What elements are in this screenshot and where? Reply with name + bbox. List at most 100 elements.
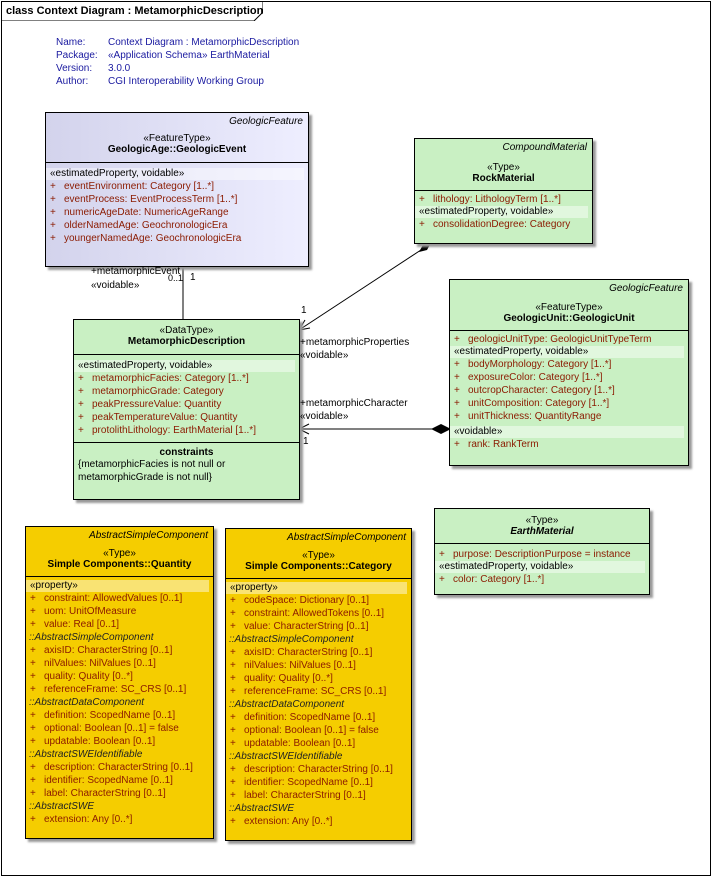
attribute-list: +rank: RankTerm bbox=[450, 438, 688, 451]
attribute-row[interactable]: +updatable: Boolean [0..1] bbox=[226, 737, 411, 750]
attribute-row[interactable]: +lithology: LithologyTerm [1..*] bbox=[415, 193, 592, 206]
attribute-row[interactable]: +definition: ScopedName [0..1] bbox=[226, 711, 411, 724]
attribute-row[interactable]: +exposureColor: Category [1..*] bbox=[450, 371, 688, 384]
attribute-row[interactable]: +metamorphicFacies: Category [1..*] bbox=[74, 372, 299, 385]
multiplicity-character: 1 bbox=[303, 436, 309, 447]
attribute-row[interactable]: +uom: UnitOfMeasure bbox=[26, 605, 213, 618]
attribute-text: metamorphicGrade: Category bbox=[92, 386, 224, 397]
attribute-row[interactable]: +codeSpace: Dictionary [0..1] bbox=[226, 594, 411, 607]
stereotype-label: «Type» bbox=[487, 162, 520, 173]
attribute-row[interactable]: +olderNamedAge: GeochronologicEra bbox=[46, 219, 308, 232]
stereotype-label: «DataType» bbox=[159, 325, 214, 336]
attribute-row[interactable]: +rank: RankTerm bbox=[450, 438, 688, 451]
attribute-row[interactable]: +nilValues: NilValues [0..1] bbox=[26, 657, 213, 670]
inherited-section-header: ::AbstractSWE bbox=[229, 803, 295, 814]
attribute-row[interactable]: +value: CharacterString [0..1] bbox=[226, 620, 411, 633]
inherited-section-header: ::AbstractSimpleComponent bbox=[29, 632, 154, 643]
attribute-row[interactable]: +description: CharacterString [0..1] bbox=[26, 761, 213, 774]
visibility-marker: + bbox=[454, 359, 460, 370]
voidable-metamorphic-properties: «voidable» bbox=[300, 350, 349, 361]
attribute-list: «property»+codeSpace: Dictionary [0..1]+… bbox=[226, 582, 411, 828]
attribute-row[interactable]: +label: CharacterString [0..1] bbox=[26, 787, 213, 800]
attribute-row[interactable]: +referenceFrame: SC_CRS [0..1] bbox=[26, 683, 213, 696]
role-metamorphic-properties: +metamorphicProperties bbox=[300, 337, 410, 348]
attribute-row[interactable]: +unitComposition: Category [1..*] bbox=[450, 397, 688, 410]
inherited-section-header: ::AbstractSWEIdentifiable bbox=[229, 751, 343, 762]
class-earth-material[interactable]: «Type» EarthMaterial +purpose: Descripti… bbox=[434, 508, 650, 595]
attribute-row[interactable]: +label: CharacterString [0..1] bbox=[226, 789, 411, 802]
attribute-row[interactable]: + constraint: AllowedValues [0..1] bbox=[26, 592, 213, 605]
visibility-marker: + bbox=[30, 619, 36, 630]
class-name: RockMaterial bbox=[472, 173, 535, 184]
visibility-marker: + bbox=[30, 645, 36, 656]
attribute-row[interactable]: +quality: Quality [0..*] bbox=[26, 670, 213, 683]
voidable-metamorphic-event: «voidable» bbox=[91, 280, 140, 291]
attribute-text: axisID: CharacterString [0..1] bbox=[44, 645, 173, 656]
attribute-row[interactable]: +definition: ScopedName [0..1] bbox=[26, 709, 213, 722]
attribute-text: eventEnvironment: Category [1..*] bbox=[64, 181, 215, 192]
attribute-row[interactable]: +numericAgeDate: NumericAgeRange bbox=[46, 206, 308, 219]
visibility-marker: + bbox=[30, 684, 36, 695]
attribute-row[interactable]: +youngerNamedAge: GeochronologicEra bbox=[46, 232, 308, 245]
attribute-row[interactable]: + axisID: CharacterString [0..1] bbox=[26, 644, 213, 657]
attribute-row[interactable]: +optional: Boolean [0..1] = false bbox=[26, 722, 213, 735]
attribute-list: +color: Category [1..*] bbox=[435, 573, 649, 586]
visibility-marker: + bbox=[78, 412, 84, 423]
attribute-text: olderNamedAge: GeochronologicEra bbox=[64, 220, 228, 231]
class-category[interactable]: AbstractSimpleComponent «Type» Simple Co… bbox=[225, 528, 412, 841]
inherited-section-header: ::AbstractDataComponent bbox=[229, 699, 345, 710]
attribute-text: numericAgeDate: NumericAgeRange bbox=[64, 207, 229, 218]
visibility-marker: + bbox=[230, 686, 236, 697]
attribute-row[interactable]: +referenceFrame: SC_CRS [0..1] bbox=[226, 685, 411, 698]
meta-row-version: Version:3.0.0 bbox=[56, 63, 131, 74]
attribute-row[interactable]: +unitThickness: QuantityRange bbox=[450, 410, 688, 423]
visibility-marker: + bbox=[230, 608, 236, 619]
visibility-marker: + bbox=[30, 736, 36, 747]
link-metamorphic-properties[interactable] bbox=[298, 247, 425, 331]
attribute-row[interactable]: +eventProcess: EventProcessTerm [1..*] bbox=[46, 193, 308, 206]
attribute-text: quality: Quality [0..*] bbox=[44, 671, 133, 682]
attribute-row[interactable]: +color: Category [1..*] bbox=[435, 573, 649, 586]
attribute-text: value: CharacterString [0..1] bbox=[244, 621, 369, 632]
class-rock-material[interactable]: CompoundMaterial «Type» RockMaterial +li… bbox=[414, 138, 593, 244]
class-geologic-unit[interactable]: GeologicFeature «FeatureType» GeologicUn… bbox=[449, 279, 689, 466]
visibility-marker: + bbox=[50, 233, 56, 244]
attribute-row[interactable]: +geologicUnitType: GeologicUnitTypeTerm bbox=[450, 333, 688, 346]
attribute-list: «property»+constraint: AllowedValues [0.… bbox=[26, 580, 213, 826]
attribute-row[interactable]: +peakPressureValue: Quantity bbox=[74, 398, 299, 411]
attribute-row[interactable]: +purpose: DescriptionPurpose = instance bbox=[435, 548, 649, 561]
attribute-row[interactable]: +nilValues: NilValues [0..1] bbox=[226, 659, 411, 672]
visibility-marker: + bbox=[30, 606, 36, 617]
visibility-marker: + bbox=[30, 788, 36, 799]
attribute-row[interactable]: +optional: Boolean [0..1] = false bbox=[226, 724, 411, 737]
attribute-row[interactable]: +consolidationDegree: Category bbox=[415, 218, 592, 231]
attribute-row[interactable]: +outcropCharacter: Category [1..*] bbox=[450, 384, 688, 397]
attribute-row[interactable]: +extension: Any [0..*] bbox=[26, 813, 213, 826]
attribute-row[interactable]: +updatable: Boolean [0..1] bbox=[26, 735, 213, 748]
visibility-marker: + bbox=[30, 593, 36, 604]
class-name: MetamorphicDescription bbox=[127, 336, 246, 347]
attribute-row[interactable]: +quality: Quality [0..*] bbox=[226, 672, 411, 685]
attribute-row[interactable]: +metamorphicGrade: Category bbox=[74, 385, 299, 398]
attribute-text: exposureColor: Category [1..*] bbox=[468, 372, 603, 383]
attribute-row[interactable]: +eventEnvironment: Category [1..*] bbox=[46, 180, 308, 193]
attribute-row[interactable]: +identifier: ScopedName [0..1] bbox=[26, 774, 213, 787]
diagram-metadata: Name:Context Diagram : MetamorphicDescri… bbox=[56, 36, 299, 88]
visibility-marker: + bbox=[50, 194, 56, 205]
visibility-marker: + bbox=[30, 723, 36, 734]
class-geologic-event[interactable]: GeologicFeature «FeatureType» GeologicAg… bbox=[45, 112, 309, 267]
attribute-text: optional: Boolean [0..1] = false bbox=[244, 725, 379, 736]
attribute-row[interactable]: +constraint: AllowedTokens [0..1] bbox=[226, 607, 411, 620]
attribute-row[interactable]: +axisID: CharacterString [0..1] bbox=[226, 646, 411, 659]
attribute-row[interactable]: +extension: Any [0..*] bbox=[226, 815, 411, 828]
attribute-row[interactable]: +value: Real [0..1] bbox=[26, 618, 213, 631]
class-metamorphic-description[interactable]: «DataType» MetamorphicDescription «estim… bbox=[73, 319, 300, 500]
attribute-row[interactable]: +peakTemperatureValue: Quantity bbox=[74, 411, 299, 424]
attribute-row[interactable]: +protolithLithology: EarthMaterial [1..*… bbox=[74, 424, 299, 437]
class-quantity[interactable]: AbstractSimpleComponent «Type» Simple Co… bbox=[25, 526, 214, 839]
attribute-text: constraint: AllowedValues [0..1] bbox=[44, 593, 183, 604]
attribute-row[interactable]: +identifier: ScopedName [0..1] bbox=[226, 776, 411, 789]
visibility-marker: + bbox=[230, 816, 236, 827]
attribute-row[interactable]: +description: CharacterString [0..1] bbox=[226, 763, 411, 776]
attribute-row[interactable]: +bodyMorphology: Category [1..*] bbox=[450, 358, 688, 371]
